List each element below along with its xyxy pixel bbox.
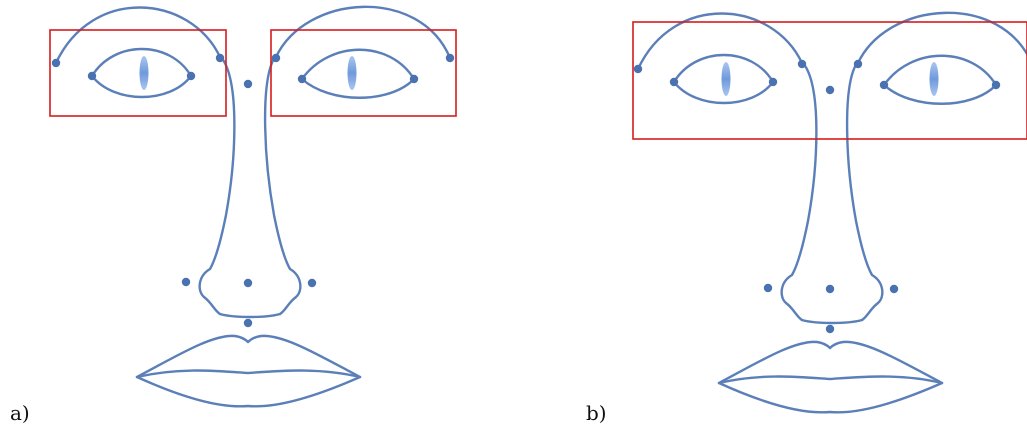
panel-b bbox=[633, 13, 1027, 413]
panel-b-eyes-box bbox=[633, 22, 1027, 139]
panel-a-left-eye-box bbox=[50, 30, 226, 116]
panel-a bbox=[50, 7, 456, 407]
panel-a-right-eye-box bbox=[271, 30, 456, 116]
panel-a-face bbox=[52, 7, 454, 407]
panel-a-label: a) bbox=[10, 401, 30, 425]
panel-b-face bbox=[634, 13, 1027, 413]
panel-b-label: b) bbox=[586, 401, 607, 425]
